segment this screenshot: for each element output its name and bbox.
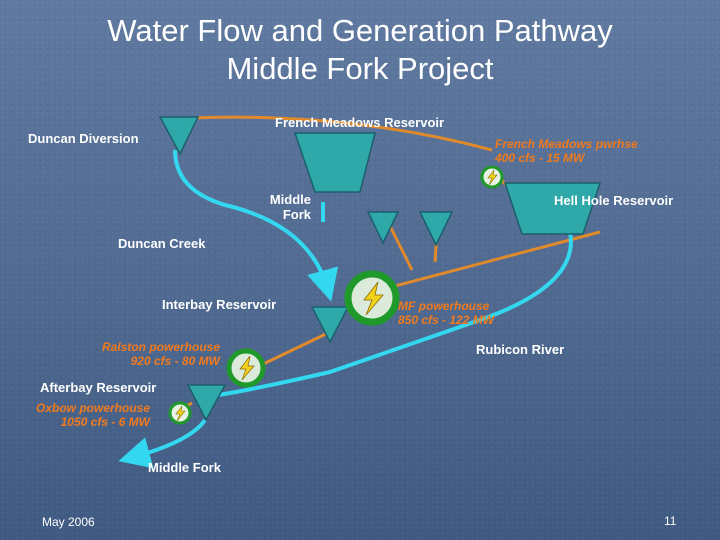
interbay-reservoir-icon bbox=[310, 306, 350, 344]
label-mf-powerhouse-line-2: 850 cfs - 122 MW bbox=[398, 313, 495, 327]
label-mf-powerhouse-line-1: MF powerhouse bbox=[398, 299, 490, 313]
label-french-meadows-powerhouse-line-1: French Meadows pwrhse bbox=[495, 137, 638, 151]
ralston-powerhouse-icon bbox=[226, 348, 266, 388]
label-french-meadows-powerhouse: French Meadows pwrhse 400 cfs - 15 MW bbox=[495, 137, 638, 165]
tunnel-hell-hole-to-mf-powerhouse bbox=[379, 230, 601, 292]
label-ralston-powerhouse-line-1: Ralston powerhouse bbox=[101, 340, 220, 354]
powerhouses bbox=[168, 165, 504, 425]
flow-afterbay-to-middle-fork bbox=[118, 418, 207, 469]
flow-rubicon bbox=[194, 231, 573, 400]
oxbow-powerhouse-icon bbox=[168, 401, 192, 425]
french-meadows-reservoir-icon bbox=[293, 132, 376, 193]
water-flows bbox=[118, 149, 573, 469]
label-french-meadows-powerhouse-line-2: 400 cfs - 15 MW bbox=[495, 151, 585, 165]
mf-powerhouse-icon bbox=[344, 270, 400, 326]
label-middle-fork-lower: Middle Fork bbox=[148, 460, 221, 475]
label-interbay-reservoir: Interbay Reservoir bbox=[162, 297, 277, 312]
afterbay-reservoir-icon bbox=[186, 384, 227, 422]
label-mf-powerhouse: MF powerhouse 850 cfs - 122 MW bbox=[398, 299, 494, 327]
footer-date: May 2006 bbox=[42, 515, 95, 529]
flow-duncan-creek bbox=[173, 149, 339, 302]
label-oxbow-powerhouse-line-2: 1050 cfs - 6 MW bbox=[60, 415, 150, 429]
slide-title-line-2: Middle Fork Project bbox=[226, 51, 494, 86]
label-duncan-creek: Duncan Creek bbox=[118, 236, 206, 251]
label-middle-fork-upper-line-1: Middle bbox=[269, 192, 311, 207]
label-ralston-powerhouse: Ralston powerhouse 920 cfs - 80 MW bbox=[80, 340, 220, 368]
label-oxbow-powerhouse-line-1: Oxbow powerhouse bbox=[35, 401, 150, 415]
tunnel-interbay-to-ralston bbox=[254, 330, 331, 370]
tunnel-duncan-to-french-meadows bbox=[189, 115, 493, 152]
duncan-diversion-reservoir-icon bbox=[158, 116, 200, 156]
middle-fork-small-reservoir-2-icon bbox=[418, 211, 454, 247]
label-middle-fork-upper: Middle Fork bbox=[255, 192, 311, 222]
label-hell-hole-reservoir: Hell Hole Reservoir bbox=[554, 193, 674, 208]
tunnel-branch-left bbox=[386, 221, 414, 271]
label-oxbow-powerhouse: Oxbow powerhouse 1050 cfs - 6 MW bbox=[20, 401, 150, 429]
label-french-meadows-reservoir: French Meadows Reservoir bbox=[275, 115, 445, 130]
label-ralston-powerhouse-line-2: 920 cfs - 80 MW bbox=[130, 354, 220, 368]
label-rubicon-river: Rubicon River bbox=[476, 342, 565, 357]
middle-fork-small-reservoir-1-icon bbox=[366, 211, 400, 245]
label-middle-fork-upper-line-2: Fork bbox=[282, 207, 311, 222]
page-number: 11 bbox=[664, 514, 677, 528]
label-afterbay-reservoir: Afterbay Reservoir bbox=[40, 380, 157, 395]
label-duncan-diversion: Duncan Diversion bbox=[28, 131, 139, 146]
reservoirs bbox=[158, 116, 602, 422]
hell-hole-reservoir-icon bbox=[503, 182, 602, 235]
french-meadows-powerhouse-icon bbox=[480, 165, 504, 189]
slide-title-line-1: Water Flow and Generation Pathway bbox=[107, 13, 613, 48]
